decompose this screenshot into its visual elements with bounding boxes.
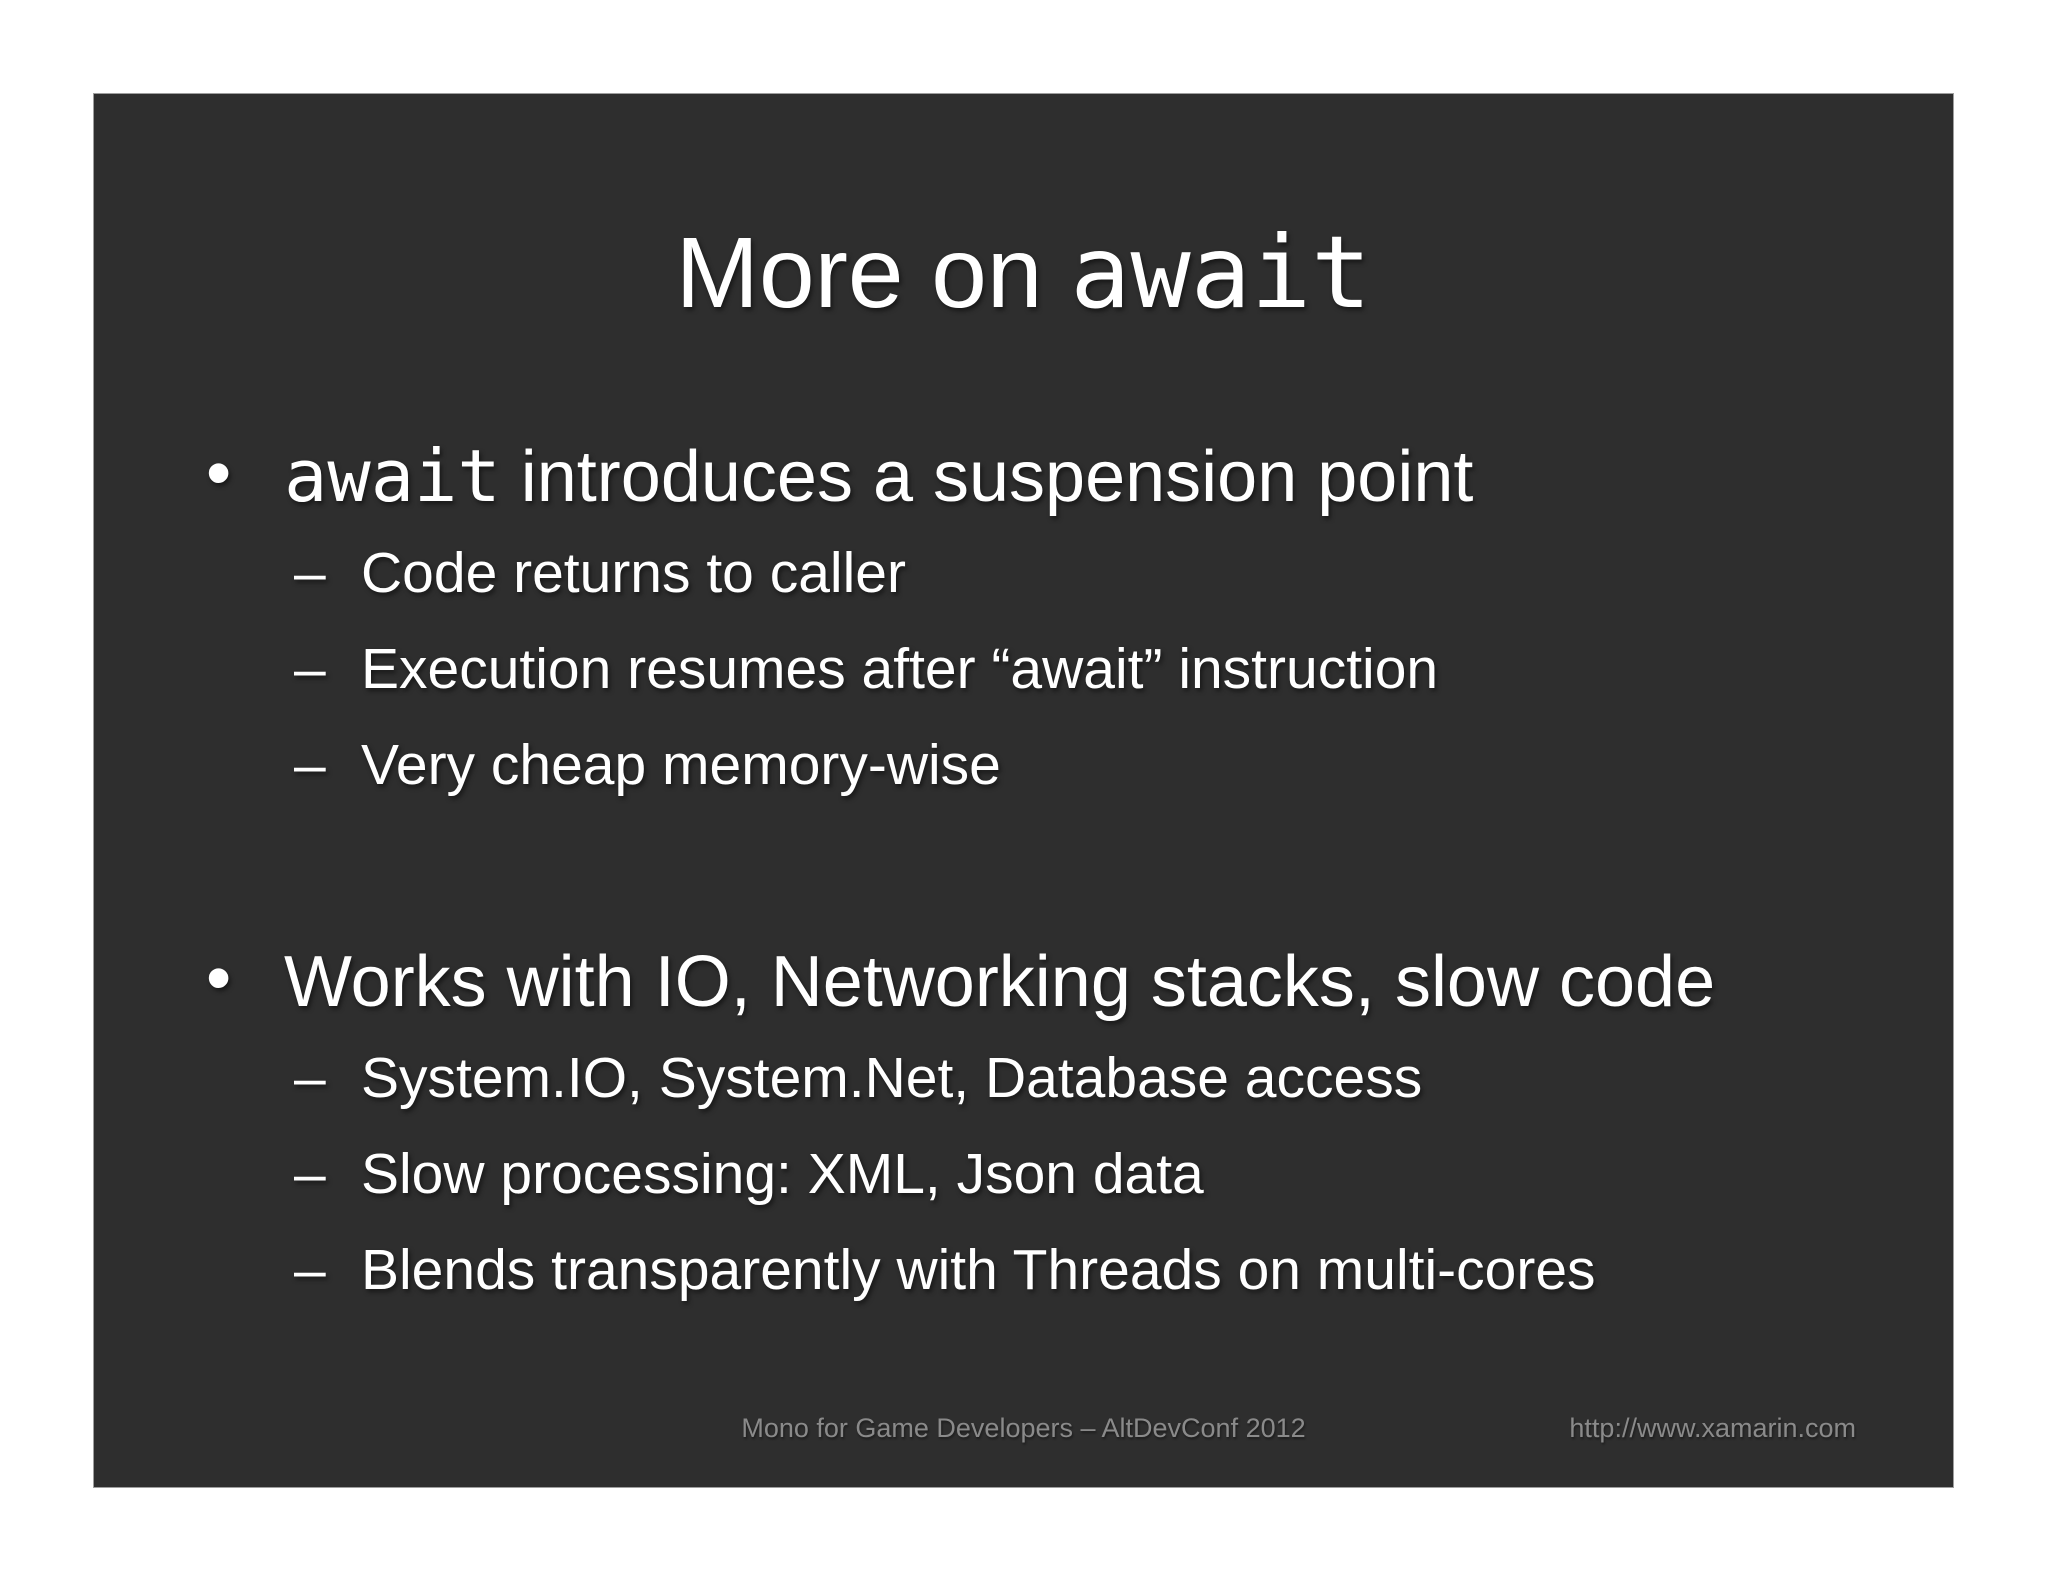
slide: More on await • await introduces a suspen… [93,93,1954,1488]
slide-body: •await introduces a suspension point –Co… [94,428,1953,1318]
sub-bullet-item: –System.IO, System.Net, Database access [94,1030,1953,1126]
bullet-item: • Works with IO, Networking stacks, slow … [94,933,1953,1030]
dash-marker: – [294,733,326,797]
bullet-code-text: await [284,434,501,518]
bullet-text: introduces a suspension point [500,437,1474,517]
bullet-dot-marker: • [206,433,232,513]
sub-bullet-item: –Very cheap memory-wise [94,717,1953,813]
dash-marker: – [294,637,326,701]
sub-bullet-item: –Blends transparently with Threads on mu… [94,1222,1953,1318]
sub-bullet-item: –Slow processing: XML, Json data [94,1126,1953,1222]
bullet-dot-marker: • [206,938,232,1018]
dash-marker: – [294,1142,326,1206]
sub-bullet-text: Very cheap memory-wise [361,733,1001,797]
slide-title: More on await [94,213,1953,333]
sub-bullet-item: –Code returns to caller [94,525,1953,621]
bullet-text: Works with IO, Networking stacks, slow c… [284,942,1716,1022]
dash-marker: – [294,541,326,605]
sub-bullet-item: –Execution resumes after “await” instruc… [94,621,1953,717]
sub-bullet-text: System.IO, System.Net, Database access [361,1046,1423,1110]
dash-marker: – [294,1046,326,1110]
dash-marker: – [294,1238,326,1302]
slide-title-code: await [1070,214,1372,331]
bullet-group-spacer [94,813,1953,933]
sub-bullet-text: Blends transparently with Threads on mul… [361,1238,1596,1302]
footer-conference-label: Mono for Game Developers – AltDevConf 20… [741,1413,1306,1443]
slide-title-text: More on [675,217,1071,329]
footer-url: http://www.xamarin.com [1569,1413,1856,1443]
sub-bullet-text: Execution resumes after “await” instruct… [361,637,1439,701]
bullet-item: • await introduces a suspension point [94,428,1953,525]
sub-bullet-text: Code returns to caller [361,541,906,605]
sub-bullet-text: Slow processing: XML, Json data [361,1142,1204,1206]
